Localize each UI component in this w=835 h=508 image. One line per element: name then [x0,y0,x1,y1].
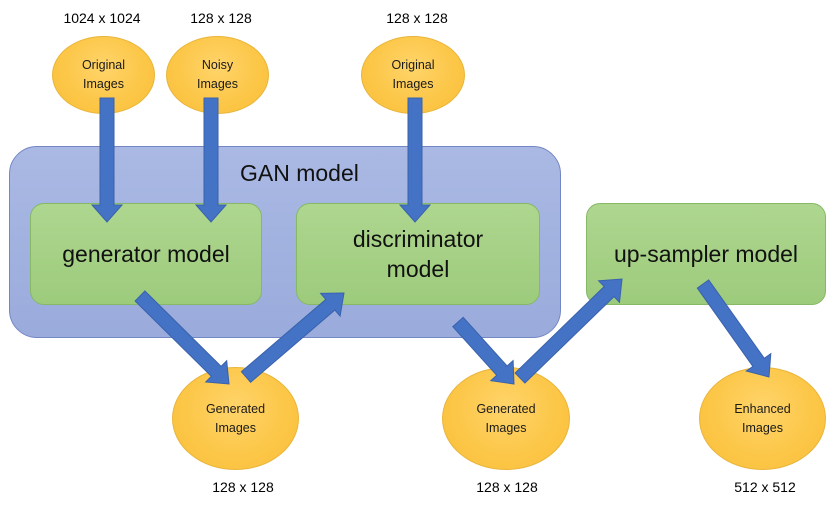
generated-images-2-line1: Generated [476,401,536,416]
size-label-original-128: 128 x 128 [386,10,448,26]
enhanced-images-output: Enhanced Images [699,367,826,470]
generated-images-2-line2: Images [485,420,527,435]
generated-images-1-line2: Images [215,420,256,435]
arrow-generator-to-generated [134,290,230,385]
arrow-noisy-to-generator [194,97,228,223]
enhanced-images-output-line1: Enhanced [734,401,791,416]
noisy-images-input-line2: Images [197,77,238,91]
original-images-input-1: Original Images [52,36,155,114]
original-images-input-2-line2: Images [392,77,434,91]
size-label-enhanced: 512 x 512 [734,479,796,495]
discriminator-model-box: discriminator model [296,203,540,305]
discriminator-model-label-line1: discriminator [352,226,484,252]
arrow-generated-to-upsampler [514,278,623,384]
noisy-images-input-line1: Noisy [201,58,234,72]
generated-images-1: Generated Images [172,367,299,470]
generator-model-box: generator model [30,203,262,305]
size-label-generated-1: 128 x 128 [212,479,274,495]
original-images-input-1-line2: Images [83,77,124,91]
size-label-noisy-128: 128 x 128 [190,10,252,26]
generated-images-1-line1: Generated [205,401,266,416]
discriminator-model-label-line2: model [386,256,450,282]
original-images-input-2-line1: Original [391,58,435,72]
size-label-generated-2: 128 x 128 [476,479,538,495]
generated-images-2: Generated Images [442,367,570,470]
arrow-discriminator-to-generated [452,316,515,385]
arrow-upsampler-to-enhanced [696,279,772,378]
generator-model-label: generator model [62,241,230,267]
upsampler-model-label: up-sampler model [613,241,799,267]
arrow-original-to-discriminator [398,97,432,223]
original-images-input-1-line1: Original [81,58,126,72]
gan-model-title: GAN model [240,160,359,186]
arrow-generated-to-discriminator [240,292,345,384]
enhanced-images-output-line2: Images [742,420,783,435]
size-label-original-1024: 1024 x 1024 [63,10,141,26]
arrow-original-to-generator [90,97,124,223]
